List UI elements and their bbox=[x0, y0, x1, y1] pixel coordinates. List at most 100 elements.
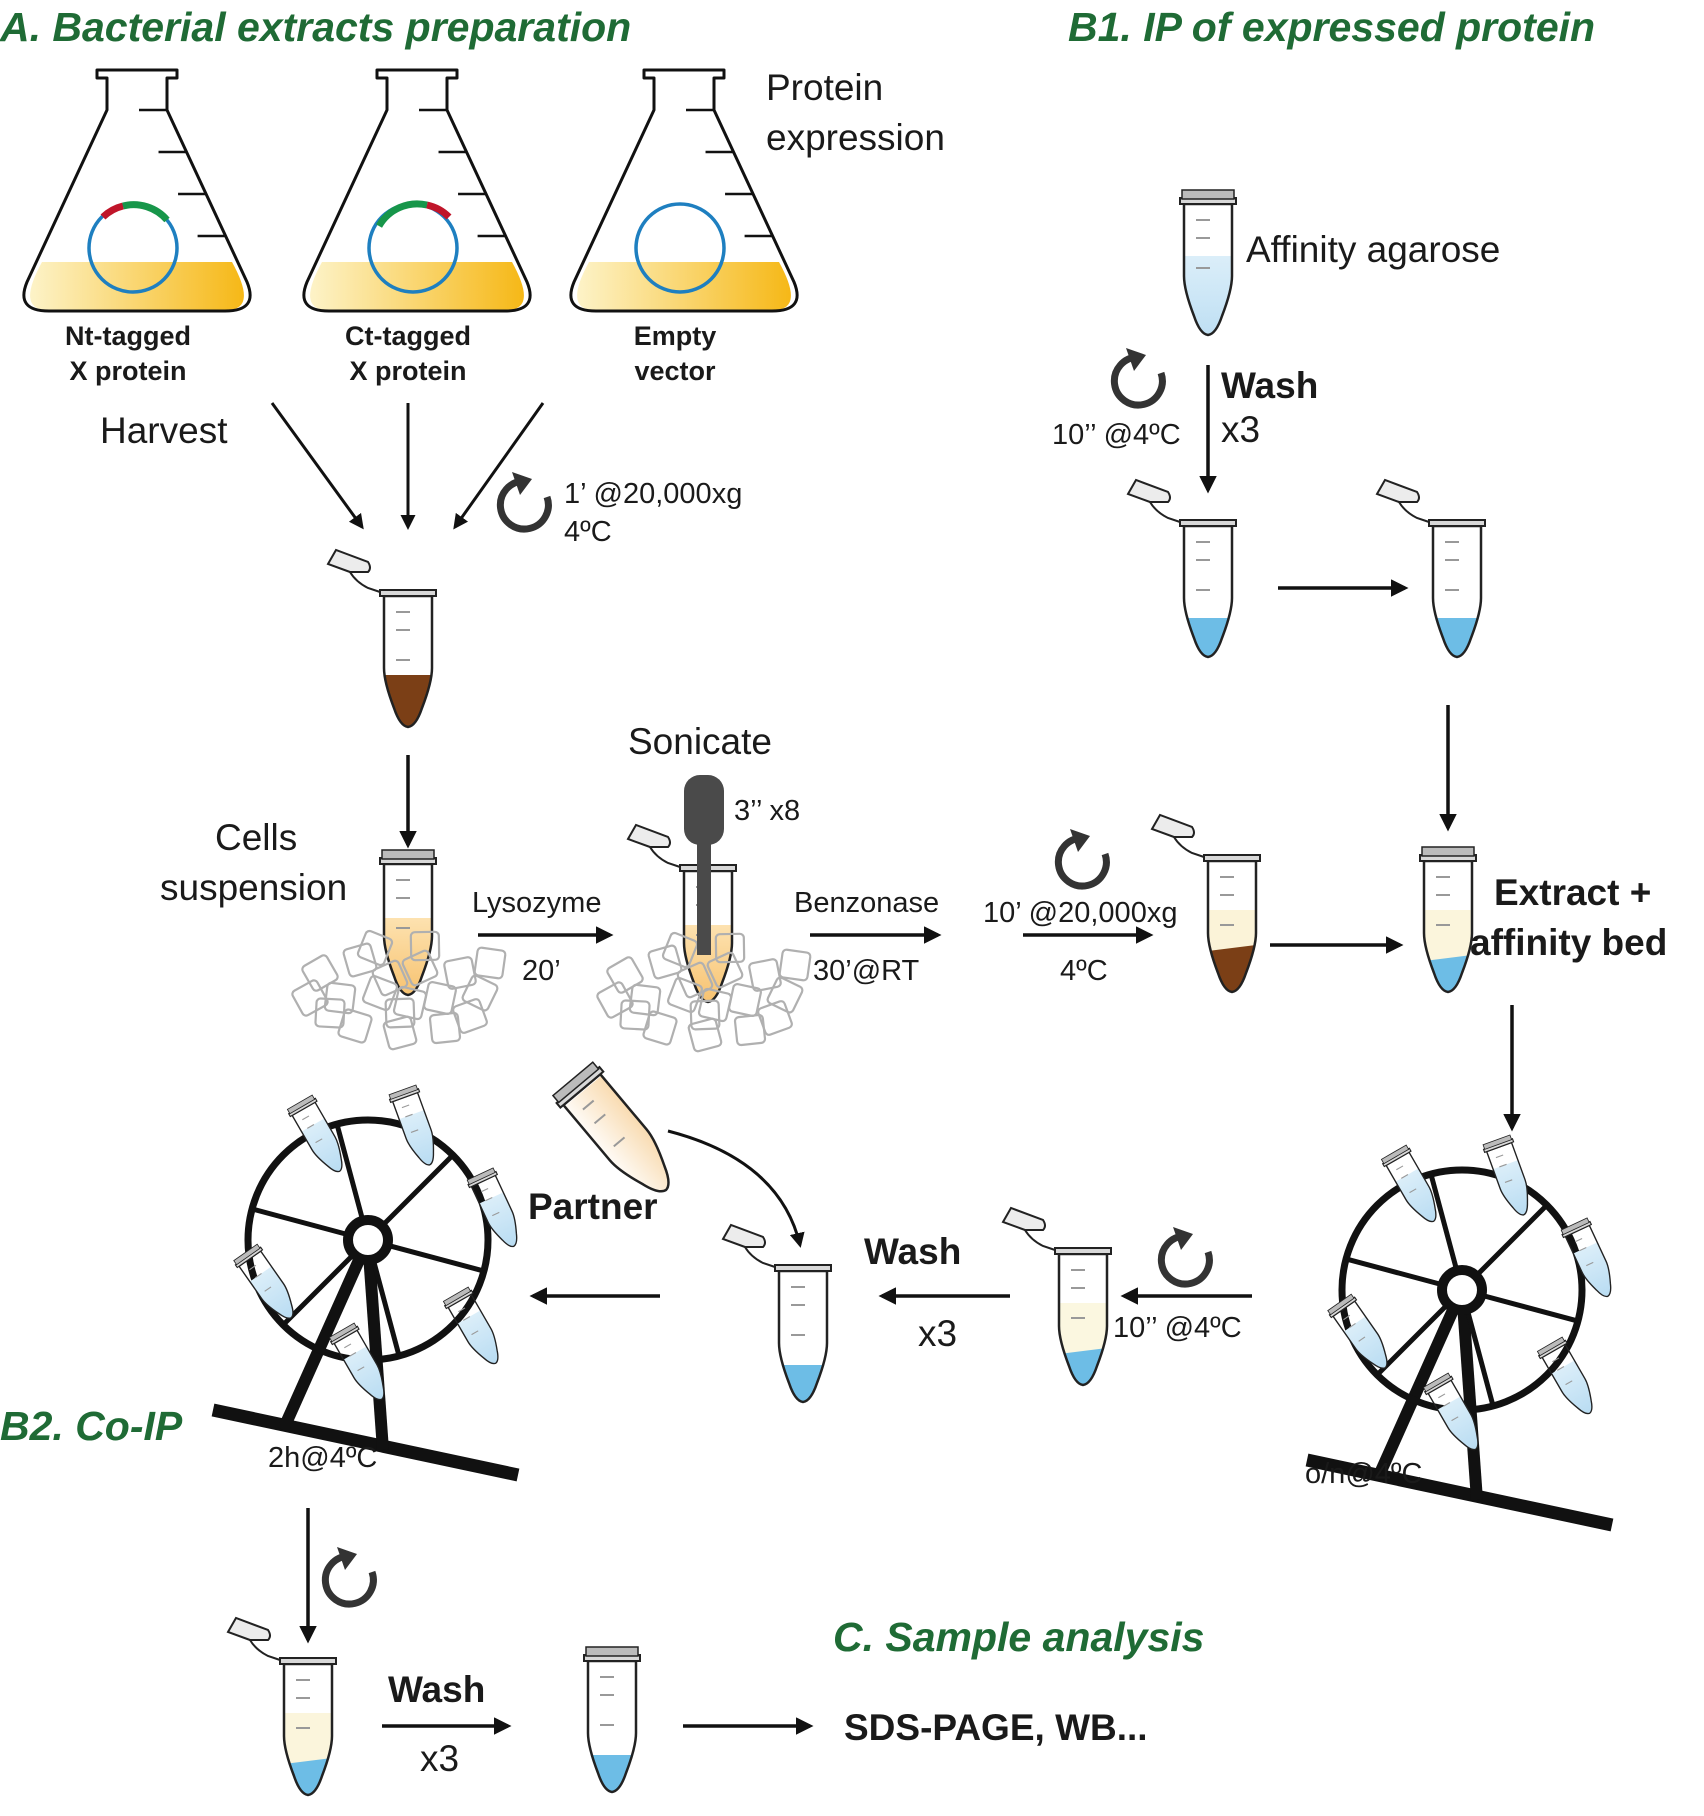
sonicate-time: 3’’ x8 bbox=[734, 795, 800, 827]
ice-cube bbox=[356, 929, 394, 967]
lysozyme-label: Lysozyme bbox=[472, 887, 601, 919]
rotator-tube bbox=[442, 1286, 508, 1370]
ice-cube bbox=[666, 976, 704, 1014]
cells-label-2: suspension bbox=[160, 867, 347, 908]
tube-lid bbox=[466, 1167, 496, 1186]
tube-outline bbox=[1541, 1343, 1593, 1415]
wash-tube bbox=[1001, 1206, 1112, 1387]
tube-mark bbox=[1343, 1314, 1351, 1321]
tube-mark bbox=[471, 1330, 479, 1336]
rotator-hub bbox=[343, 1215, 393, 1265]
ice-cube bbox=[473, 946, 507, 980]
tube-mark bbox=[1557, 1366, 1565, 1371]
tube-content bbox=[588, 1755, 636, 1792]
ice-cube bbox=[733, 1013, 767, 1047]
analysis-label: SDS-PAGE, WB... bbox=[844, 1707, 1148, 1748]
tube-lid bbox=[721, 1223, 766, 1248]
ice-cube bbox=[687, 1017, 723, 1053]
gene-marker bbox=[122, 201, 170, 223]
ice-cube bbox=[714, 932, 746, 964]
tube-lid bbox=[1327, 1293, 1355, 1316]
tube-lid bbox=[626, 823, 671, 848]
wash-b1-x: x3 bbox=[1221, 409, 1260, 450]
tube-lid bbox=[286, 1094, 316, 1115]
tube-outline bbox=[1422, 859, 1474, 994]
tube-content bbox=[1341, 1314, 1397, 1376]
tube-rim bbox=[774, 1264, 832, 1272]
tube-mark bbox=[1438, 1393, 1446, 1399]
tube-mark bbox=[492, 1211, 500, 1217]
tube-outline bbox=[1564, 1224, 1612, 1298]
tube-bottom-layer bbox=[1424, 955, 1472, 992]
rotator-tube bbox=[286, 1094, 352, 1178]
tube-outline bbox=[1332, 1300, 1388, 1369]
tube-lid bbox=[1126, 478, 1171, 503]
tube-lid bbox=[233, 1243, 261, 1266]
ice-cube bbox=[757, 1000, 793, 1036]
spin2-label-2: 4ºC bbox=[1060, 955, 1108, 987]
tube-content bbox=[779, 1365, 827, 1402]
extract-label-2: affinity bed bbox=[1470, 922, 1667, 963]
tube-hinge bbox=[649, 846, 681, 868]
spin1-label-2: 4ºC bbox=[564, 516, 612, 548]
rotator-leg bbox=[1371, 1287, 1468, 1483]
ice-cube bbox=[291, 979, 329, 1017]
tube-lid bbox=[1536, 1336, 1566, 1357]
ice-cube bbox=[443, 956, 477, 990]
rotator-tube bbox=[1482, 1134, 1537, 1220]
partner-tube-target bbox=[721, 1223, 832, 1404]
ice-cube bbox=[361, 974, 399, 1012]
flask-outline bbox=[22, 68, 252, 313]
tube-mark bbox=[254, 1272, 262, 1279]
ice-cube bbox=[748, 958, 782, 992]
harvest-label: Harvest bbox=[100, 410, 228, 451]
rotator-tube bbox=[1380, 1144, 1446, 1228]
tube-bottom-layer bbox=[1208, 945, 1256, 992]
tube-outline bbox=[1431, 524, 1483, 659]
spin1-label: 1’ @20,000xg bbox=[564, 478, 742, 510]
tube-mark bbox=[582, 1099, 595, 1111]
benzonase-time: 30’@RT bbox=[813, 955, 920, 987]
lysozyme-time: 20’ bbox=[522, 955, 561, 987]
tube-lid bbox=[1421, 846, 1475, 857]
extract-label: Extract + bbox=[1494, 872, 1651, 913]
tube-lid bbox=[1482, 1134, 1513, 1150]
tube-lid bbox=[381, 849, 435, 860]
tube-mark bbox=[410, 1129, 419, 1133]
centrifuge-icon bbox=[1157, 1227, 1213, 1288]
coip-incubation-label: 2h@4ºC bbox=[268, 1442, 377, 1474]
tube-hinge bbox=[1149, 501, 1181, 523]
section-b2-title: B2. Co-IP bbox=[0, 1403, 183, 1449]
tube-hinge bbox=[1024, 1229, 1056, 1251]
ice-cube bbox=[596, 981, 634, 1019]
tube-content bbox=[476, 1190, 526, 1252]
tube-outline bbox=[447, 1293, 499, 1365]
rotator-tube bbox=[388, 1084, 443, 1170]
tube-lid bbox=[442, 1286, 472, 1307]
rotator-b1 bbox=[1305, 1134, 1620, 1532]
ice-cube bbox=[382, 1015, 418, 1051]
tube-content bbox=[247, 1264, 303, 1326]
tube-mark bbox=[1504, 1179, 1513, 1183]
culture-medium bbox=[310, 262, 524, 311]
tube-mark bbox=[1358, 1336, 1366, 1342]
tube-mark bbox=[1574, 1238, 1583, 1243]
flask-label: Nt-tagged bbox=[65, 321, 191, 351]
tube-rim bbox=[1203, 854, 1261, 862]
tube-content bbox=[1570, 1240, 1620, 1302]
ice-cube bbox=[384, 997, 416, 1029]
tube-content bbox=[1548, 1358, 1602, 1420]
rotator-tube bbox=[1536, 1336, 1602, 1420]
wash3-x: x3 bbox=[420, 1738, 459, 1779]
coip-tube bbox=[226, 1616, 337, 1797]
tube-lid bbox=[1422, 1372, 1452, 1393]
tube-lid bbox=[551, 1061, 600, 1104]
ice-cube bbox=[642, 1010, 678, 1046]
tube-content bbox=[454, 1308, 508, 1370]
tube-rim bbox=[1054, 1247, 1112, 1255]
partner-tube bbox=[551, 1061, 685, 1206]
